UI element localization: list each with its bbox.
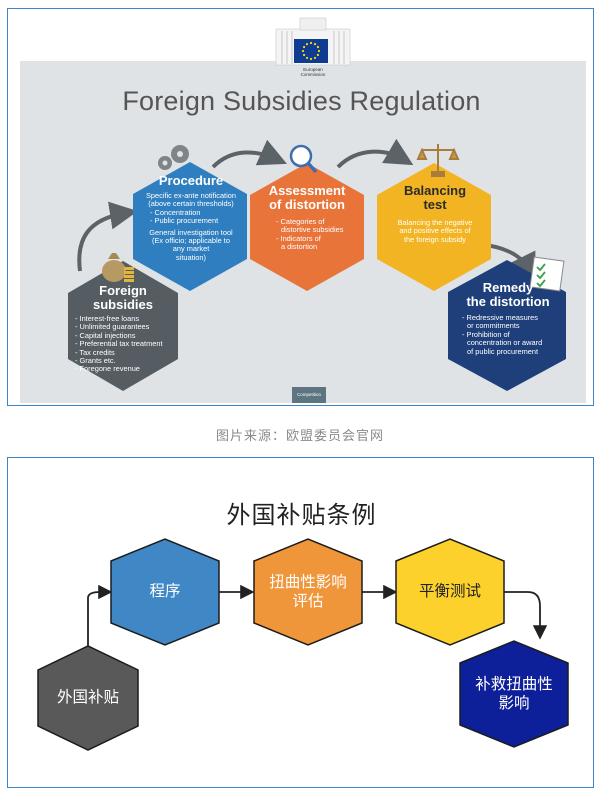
rem-line: - Prohibition of [462,329,510,339]
bal-line: Balancing the negative [397,218,473,227]
hex-assessment [250,163,364,291]
flag-star [302,45,306,49]
arrow-procedure-to-assessment [211,139,287,169]
flag-star [309,41,313,45]
proc-line: - Public procurement [150,216,219,226]
rem-line: concentration or award [467,338,543,348]
checklist-icon [529,256,565,292]
magnifier-icon [289,144,318,174]
flag-star [305,42,309,46]
flag-star [316,53,320,57]
hex-remedy-text: Remedy the distortion - Redressive measu… [450,281,566,356]
hex-assessment-title-1: Assessment [268,183,346,198]
proc-line: (above certain thresholds) [148,199,234,209]
fs-line: - Capital injections [75,330,136,340]
node-remedy [459,640,569,748]
proc-line: - Concentration [150,207,201,217]
flag-star [313,42,317,46]
fs-line: - Tax credits [75,347,115,357]
hex-procedure-title: Procedure [158,173,224,188]
fs-line: - Interest-free loans [75,314,140,323]
european-commission-logo: European Commission [270,15,356,85]
node-remedy-label-1: 补救扭曲性 [475,676,553,693]
node-assessment-label: 扭曲性影响 评估 [254,573,362,611]
rem-line: or commitments [467,321,520,331]
gears-icon [158,145,189,170]
diagram-title: 外国补贴条例 [226,502,377,529]
node-foreign-subsidies-label: 外国补贴 [56,689,119,706]
flag-star [305,56,309,60]
node-balancing [395,538,505,646]
node-balancing-label: 平衡测试 [418,583,481,600]
fs-line: - Unlimited guarantees [75,322,150,332]
node-assessment-label-1: 扭曲性影响 [269,574,347,591]
bal-line: and positive effects of [399,226,471,236]
proc-line: General investigation tool [149,227,233,237]
flag-star [316,45,320,49]
flag-star [317,49,321,53]
node-foreign-subsidies [37,645,139,751]
flag-star [302,53,306,57]
connector-subsidies-to-procedure [87,584,113,654]
hex-balancing-title-2: test [423,197,447,212]
chinese-diagram: 外国补贴条例 外国补贴 程序 扭曲性影响 评估 平衡测试 补救扭曲性 影响 [7,457,594,788]
hex-procedure [133,162,247,291]
hex-procedure-text: Procedure Specific ex-ante notification … [136,174,246,262]
fs-line: - Preferential tax treatment [75,339,163,349]
node-remedy-label-2: 影响 [498,695,530,712]
diagram-canvas [37,538,569,751]
connector-balancing-to-remedy [504,591,548,640]
footer-box: Competition [292,387,326,403]
logo-text-line2: Commission [300,72,326,77]
hex-remedy-title-1: Remedy [482,280,534,295]
hex-remedy [448,260,566,391]
assess-line: - Indicators of [276,233,321,243]
slide-image: European Commission Foreign Subsidies Re… [7,8,594,406]
hex-assessment-text: Assessment of distortion - Categories of… [252,184,362,252]
assess-line: a distortion [281,242,318,252]
hex-remedy-title-2: the distortion [466,294,550,309]
rem-line: of public procurement [467,346,539,356]
hex-foreign-subsidies-text: Foreign subsidies - Interest-free loans … [69,284,177,374]
logo-text-line1: European [303,67,323,72]
node-assessment-label-2: 评估 [292,593,324,610]
arrow-subsidies-to-procedure [77,201,138,272]
eu-flag-icon [294,39,328,63]
money-bag-icon [102,253,134,282]
proc-line: Specific ex-ante notification [146,191,236,200]
image-caption: 图片来源：欧盟委员会官网 [215,428,384,443]
bal-line: the foreign subsidy [403,234,467,244]
hex-balancing [377,163,491,291]
proc-line: any market [172,244,210,254]
slide-diagram [68,138,566,391]
hex-foreign-subsidies [68,261,178,391]
slide-title: Foreign Subsidies Regulation [122,86,481,116]
hex-balancing-title-1: Balancing [403,183,467,198]
assess-line: distortive subsidies [281,225,344,235]
node-procedure-label: 程序 [149,583,181,600]
fs-line: - Grants etc. [75,356,116,366]
flag-star [301,49,305,53]
hex-foreign-subsidies-title: Foreign subsidies [93,283,153,312]
flag-star [309,57,313,61]
proc-line: situation) [176,252,206,262]
rem-line: - Redressive measures [462,313,538,322]
node-assessment [253,538,363,646]
flag-star [313,56,317,60]
scales-icon [416,144,460,177]
assess-line: - Categories of [276,217,325,226]
hex-assessment-title-2: of distortion [269,197,345,212]
proc-line: (Ex officio; applicable to [152,236,230,246]
arrow-assessment-to-balancing [336,138,414,169]
hex-balancing-text: Balancing test Balancing the negative an… [380,184,490,244]
node-procedure [110,538,220,646]
fs-line: - Foregone revenue [75,364,140,374]
node-remedy-label: 补救扭曲性 影响 [460,675,568,713]
